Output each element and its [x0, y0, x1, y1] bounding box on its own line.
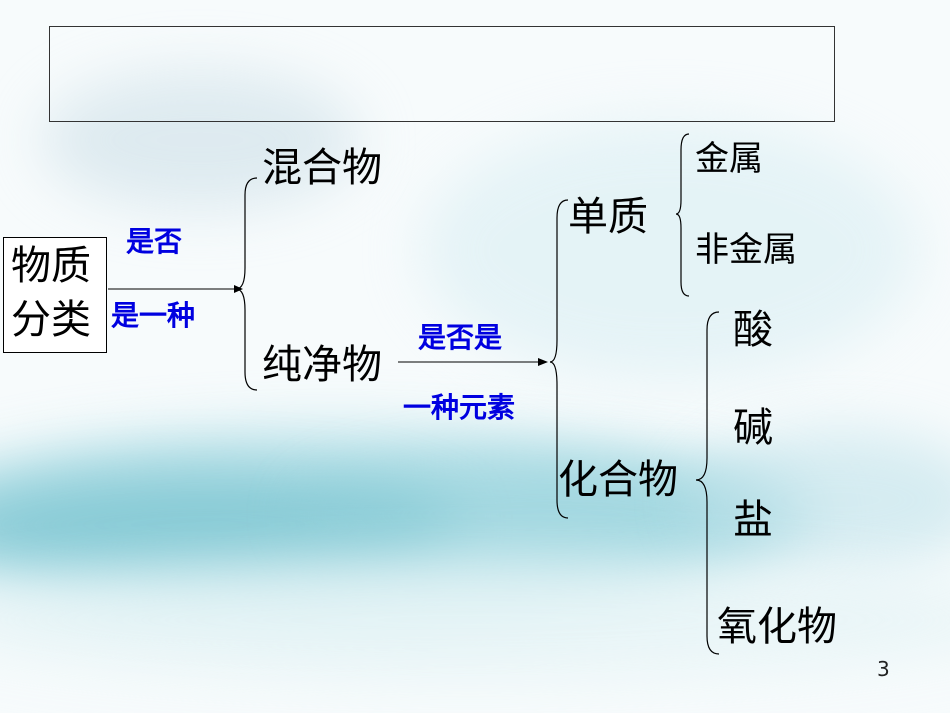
element-type-nonmetal: 非金属: [695, 230, 797, 270]
node-element: 单质: [568, 194, 648, 240]
node-pure: 纯净物: [262, 342, 382, 388]
criterion2-bottom: 一种元素: [403, 391, 516, 424]
brace-element-compound: [549, 199, 569, 519]
title-box: [49, 26, 835, 122]
brace-element-types: [675, 133, 690, 297]
root-label-line2: 分类: [11, 297, 91, 343]
brace-compound-types: [695, 311, 720, 655]
criterion1-top: 是否: [126, 225, 183, 258]
criterion1-bottom: 是一种: [111, 299, 196, 332]
compound-type-base: 碱: [733, 405, 773, 451]
pure-arrowhead: [538, 358, 548, 366]
brace-mixture-pure: [235, 177, 258, 391]
node-mixture: 混合物: [262, 145, 382, 191]
compound-type-oxide: 氧化物: [717, 604, 837, 650]
criterion2-top: 是否是: [418, 321, 503, 354]
root-label-line1: 物质: [11, 243, 91, 289]
compound-type-acid: 酸: [733, 307, 773, 353]
page-number: 3: [877, 657, 890, 681]
compound-type-salt: 盐: [733, 497, 773, 543]
node-compound: 化合物: [558, 457, 678, 503]
root-node: 物质 分类: [3, 237, 107, 353]
element-type-metal: 金属: [695, 139, 763, 179]
